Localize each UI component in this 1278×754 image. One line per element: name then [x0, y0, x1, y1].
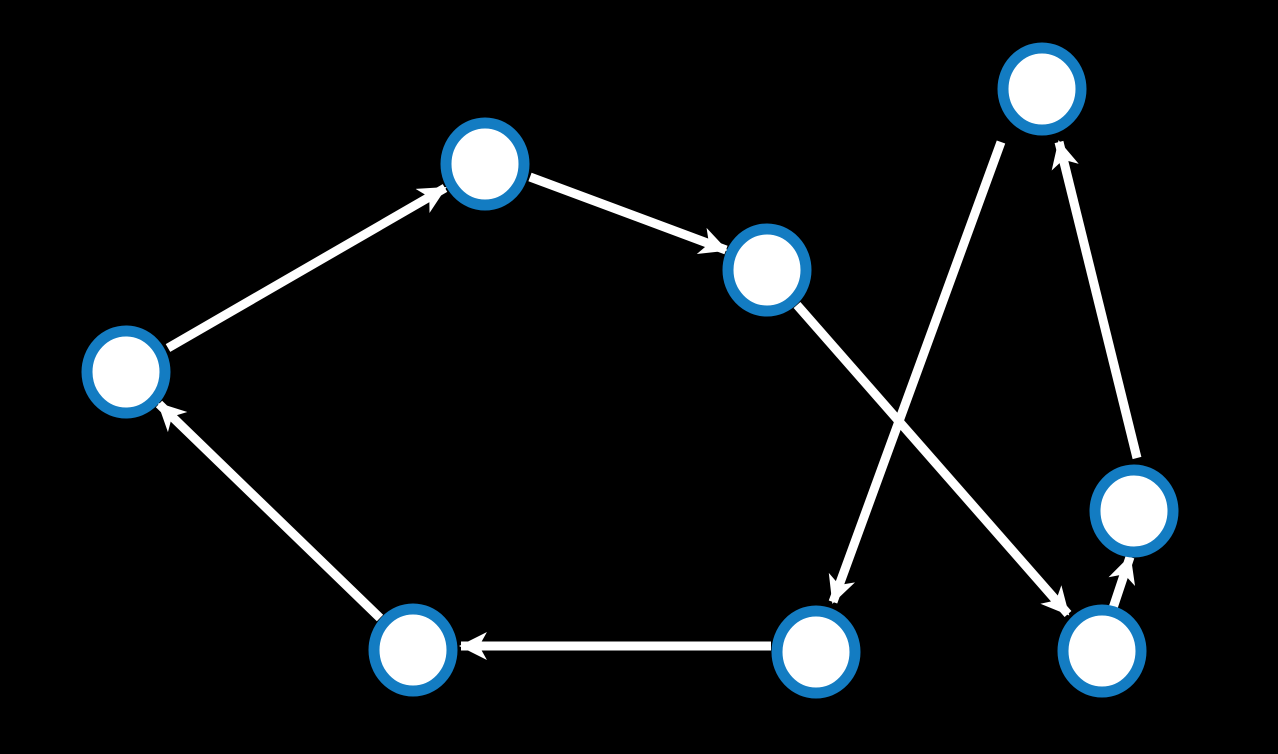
- graph-node-A[interactable]: [997, 42, 1087, 136]
- graph-edge-G-D: [155, 400, 384, 622]
- graph-node-F[interactable]: [771, 605, 861, 699]
- graph-edge-B-C: [528, 172, 728, 255]
- graph-edge-A-F: [828, 140, 1006, 604]
- graph-node-C[interactable]: [722, 223, 812, 317]
- graph-node-G[interactable]: [368, 603, 458, 697]
- graph-edge-E-A: [1051, 140, 1142, 460]
- graph-node-D[interactable]: [81, 325, 171, 419]
- graph-edge-H-E: [1108, 555, 1136, 610]
- graph-node-H[interactable]: [1057, 604, 1147, 698]
- graph-node-E[interactable]: [1089, 464, 1179, 558]
- graph-node-B[interactable]: [440, 117, 530, 211]
- graph-edge-D-B: [165, 184, 448, 352]
- graph-edge-C-H: [793, 302, 1072, 617]
